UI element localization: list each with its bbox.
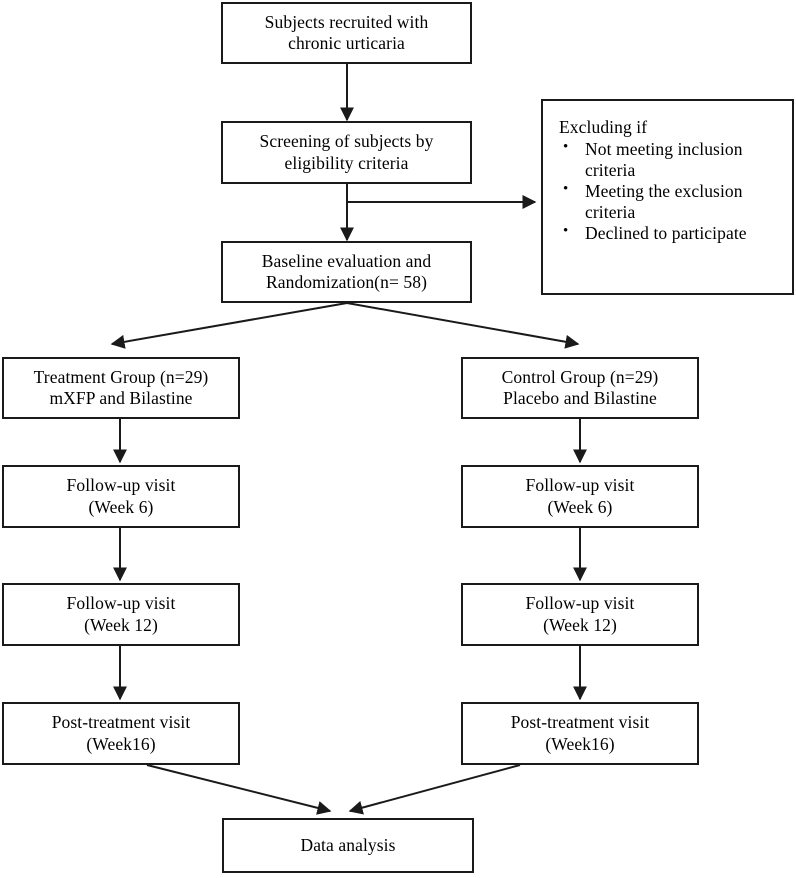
node-control-followup-week12-line2: (Week 12) xyxy=(543,614,617,635)
list-item: • Not meeting inclusion criteria xyxy=(557,139,782,181)
node-data-analysis[interactable]: Data analysis xyxy=(222,818,474,873)
node-treatment-group-line1: Treatment Group (n=29) xyxy=(33,366,209,387)
node-control-post-visit[interactable]: Post-treatment visit (Week16) xyxy=(461,702,699,765)
node-treatment-followup-week12-line1: Follow-up visit xyxy=(66,593,176,614)
bullet-icon: • xyxy=(563,181,569,198)
node-control-followup-week6-line1: Follow-up visit xyxy=(525,475,635,496)
node-treatment-post-visit-line1: Post-treatment visit xyxy=(51,712,191,733)
node-treatment-followup-week6-line2: (Week 6) xyxy=(88,496,154,517)
exclusion-list: • Not meeting inclusion criteria • Meeti… xyxy=(557,139,782,244)
exclusion-title: Excluding if xyxy=(559,117,648,137)
node-control-group[interactable]: Control Group (n=29) Placebo and Bilasti… xyxy=(461,357,699,419)
node-treatment-post-visit-line2: (Week16) xyxy=(86,733,156,754)
node-control-post-visit-line1: Post-treatment visit xyxy=(510,712,650,733)
node-control-group-line2: Placebo and Bilastine xyxy=(503,388,657,408)
edge-control-post-to-analysis xyxy=(348,764,521,815)
node-control-post-visit-line2: (Week16) xyxy=(545,733,615,754)
node-baseline-randomization[interactable]: Baseline evaluation and Randomization(n=… xyxy=(221,241,472,303)
edge-baseline-to-treatment xyxy=(110,302,348,349)
node-subjects-recruited-line2: chronic urticaria xyxy=(288,33,405,53)
node-treatment-post-visit[interactable]: Post-treatment visit (Week16) xyxy=(2,702,240,765)
bullet-icon: • xyxy=(563,223,569,240)
node-screening-line2: eligibility criteria xyxy=(284,152,409,173)
edge-baseline-to-control xyxy=(346,302,580,349)
list-item: • Meeting the exclusion criteria xyxy=(557,181,782,223)
node-baseline-line1: Baseline evaluation and xyxy=(261,250,432,271)
node-treatment-group-line2: mXFP and Bilastine xyxy=(49,388,193,408)
node-baseline-line2: Randomization(n= 58) xyxy=(265,272,428,292)
node-control-followup-week12-line1: Follow-up visit xyxy=(525,593,635,614)
node-exclusion-criteria[interactable]: Excluding if • Not meeting inclusion cri… xyxy=(541,99,794,295)
node-treatment-group[interactable]: Treatment Group (n=29) mXFP and Bilastin… xyxy=(2,357,240,419)
node-screening[interactable]: Screening of subjects by eligibility cri… xyxy=(221,121,472,184)
node-subjects-recruited[interactable]: Subjects recruited with chronic urticari… xyxy=(221,2,472,64)
node-treatment-followup-week12-line2: (Week 12) xyxy=(84,614,158,635)
node-control-followup-week6[interactable]: Follow-up visit (Week 6) xyxy=(461,465,699,528)
exclusion-item-text: Meeting the exclusion criteria xyxy=(585,181,743,223)
list-item: • Declined to participate xyxy=(557,223,782,244)
node-subjects-recruited-line1: Subjects recruited with xyxy=(264,11,429,32)
edge-treatment-post-to-analysis xyxy=(146,764,332,815)
node-screening-line1: Screening of subjects by xyxy=(259,131,434,152)
node-control-group-line1: Control Group (n=29) xyxy=(501,366,659,387)
node-control-followup-week6-line2: (Week 6) xyxy=(547,496,613,517)
node-treatment-followup-week12[interactable]: Follow-up visit (Week 12) xyxy=(2,583,240,646)
node-data-analysis-line1: Data analysis xyxy=(300,834,396,855)
node-treatment-followup-week6[interactable]: Follow-up visit (Week 6) xyxy=(2,465,240,528)
bullet-icon: • xyxy=(563,139,569,156)
node-treatment-followup-week6-line1: Follow-up visit xyxy=(66,475,176,496)
exclusion-item-text: Declined to participate xyxy=(585,223,747,244)
node-control-followup-week12[interactable]: Follow-up visit (Week 12) xyxy=(461,583,699,646)
exclusion-item-text: Not meeting inclusion criteria xyxy=(585,139,743,181)
